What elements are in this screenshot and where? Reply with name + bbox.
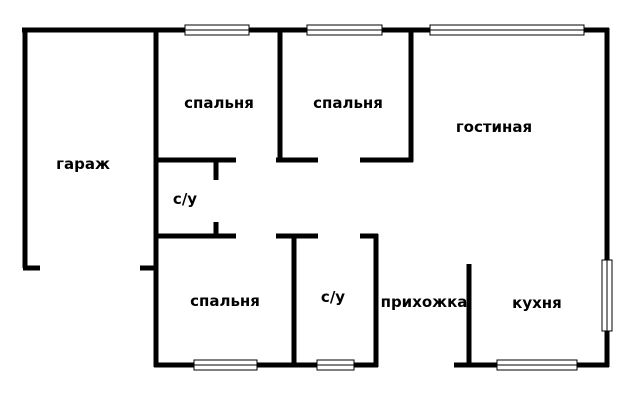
label-bedroom-top-middle: спальня bbox=[313, 94, 383, 112]
window-top-living-room bbox=[429, 24, 585, 36]
label-bedroom-top-left: спальня bbox=[184, 94, 254, 112]
window-top-bedroom-left bbox=[184, 24, 250, 36]
window-right-kitchen bbox=[601, 259, 613, 332]
label-living-room: гостиная bbox=[456, 118, 532, 136]
window-bottom-bedroom bbox=[193, 359, 258, 371]
label-kitchen: кухня bbox=[512, 294, 562, 312]
room-labels: гараж спальня спальня гостиная с/у спаль… bbox=[56, 94, 562, 312]
window-bottom-kitchen bbox=[496, 359, 578, 371]
window-top-bedroom-middle bbox=[306, 24, 383, 36]
label-hallway: прихожка bbox=[381, 293, 468, 311]
walls bbox=[22, 27, 610, 368]
label-bedroom-bottom: спальня bbox=[190, 292, 260, 310]
label-garage: гараж bbox=[56, 155, 110, 173]
windows bbox=[184, 24, 613, 371]
label-bathroom-lower: с/у bbox=[321, 288, 345, 306]
window-bottom-bathroom bbox=[316, 359, 355, 371]
label-bathroom-upper: с/у bbox=[173, 190, 197, 208]
